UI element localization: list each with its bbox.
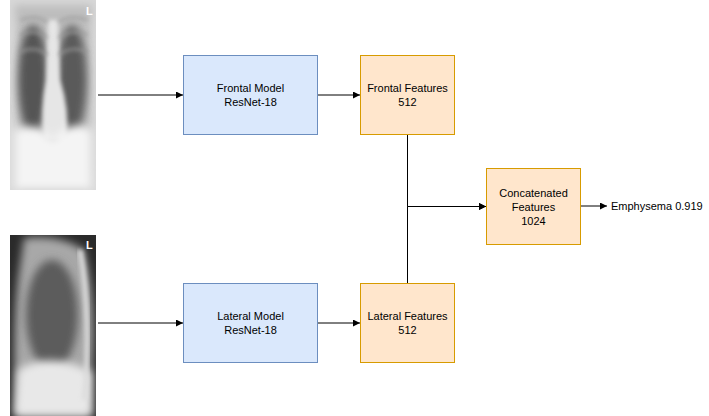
box-text: 1024 — [521, 214, 545, 228]
flow-arrow — [318, 95, 360, 96]
box-text: Lateral Model — [217, 309, 284, 323]
flow-arrow — [408, 135, 487, 207]
side-marker: L — [86, 4, 93, 18]
process-box: Lateral Features512 — [360, 283, 455, 363]
box-text: 512 — [398, 323, 416, 337]
process-box: Frontal ModelResNet-18 — [183, 55, 318, 135]
lateral-xray — [10, 235, 96, 416]
flow-arrow — [318, 323, 360, 324]
process-box: ConcatenatedFeatures1024 — [486, 168, 581, 245]
frontal-xray — [10, 0, 96, 190]
box-text: 512 — [398, 95, 416, 109]
input-arrow — [581, 206, 607, 207]
box-text: Concatenated — [499, 186, 568, 200]
process-box: Lateral ModelResNet-18 — [183, 283, 318, 363]
box-text: ResNet-18 — [224, 323, 277, 337]
side-marker: L — [86, 238, 93, 252]
box-text: Lateral Features — [367, 309, 447, 323]
output-label: Emphysema 0.919 — [611, 199, 703, 213]
box-text: ResNet-18 — [224, 95, 277, 109]
input-arrow — [98, 323, 183, 324]
box-text: Frontal Model — [217, 81, 284, 95]
input-arrow — [98, 95, 183, 96]
flow-arrow — [408, 207, 487, 284]
process-box: Frontal Features512 — [360, 55, 455, 135]
box-text: Frontal Features — [367, 81, 448, 95]
box-text: Features — [512, 200, 555, 214]
